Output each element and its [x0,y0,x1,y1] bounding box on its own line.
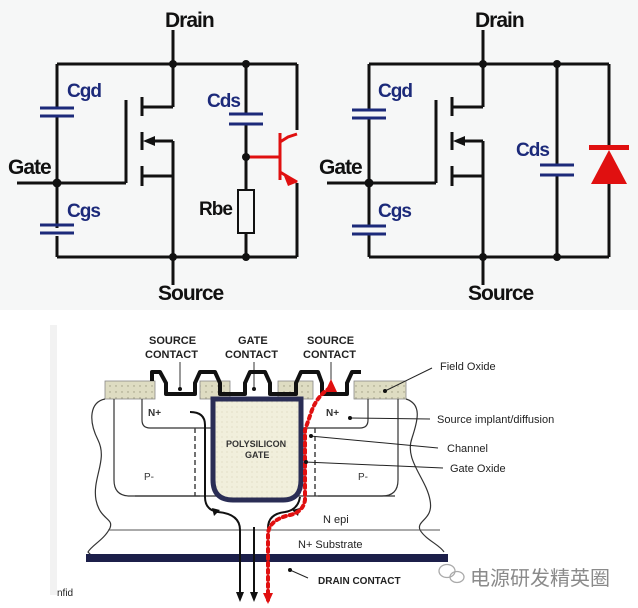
cgd-capacitor-right [352,108,386,120]
source-label-left: Source [158,282,224,305]
drain-label-left: Drain [165,9,214,32]
p-well-left [113,399,200,497]
n-epi-label: N epi [323,514,349,526]
source-label-right: Source [468,282,534,305]
gate-contact-label: GATE [238,335,268,347]
schematics-svg: Drain Source Gate Cgd Cgs Cds Rbe [8,9,629,305]
source-contact-label-1: SOURCE [149,335,196,347]
p-left-label: P- [144,472,154,483]
channel-annotation: Channel [447,443,488,455]
red-up-arrow-icon [325,379,337,392]
gate-label-left: Gate [8,156,51,179]
gate-oxide-annotation: Gate Oxide [450,463,506,475]
parasitic-bjt-icon [246,132,298,184]
source-contact-label-2b: CONTACT [303,349,356,361]
polysilicon-gate-label: GATE [245,450,269,460]
body-arrow-icon-right [453,136,465,146]
source-contact-label-2: SOURCE [307,335,354,347]
n-plus-right-label: N+ [326,408,339,419]
watermark-text: 电源研发精英圈 [470,566,610,590]
metal-contact-layer [150,370,361,396]
cds-capacitor-right [540,163,574,177]
cgd-label-left: Cgd [67,81,101,102]
cgs-label-left: Cgs [67,201,100,222]
cgs-capacitor-right [352,224,386,236]
body-diode-icon [589,145,629,184]
n-plus-left-region [141,399,213,429]
cds-label-right: Cds [516,140,549,161]
rbe-resistor [237,189,255,234]
source-implant-annotation: Source implant/diffusion [437,414,554,426]
top-contact-labels: SOURCE CONTACT GATE CONTACT SOURCE CONTA… [145,335,356,361]
junction-dots-left [52,60,250,261]
body-arrow-icon [143,136,155,146]
schematic-right [327,30,611,285]
polysilicon-label: POLYSILICON [226,439,286,449]
p-right-label: P- [358,472,368,483]
red-down-arrow-icon [263,593,273,604]
gate-label-right: Gate [319,156,362,179]
source-contact-label-1b: CONTACT [145,349,198,361]
n-substrate-label: N+ Substrate [298,539,363,551]
rbe-label: Rbe [199,199,232,220]
drain-contact-annotation: DRAIN CONTACT [318,576,401,587]
watermark: 电源研发精英圈 [438,563,610,590]
cds-label-left: Cds [207,91,240,112]
flow-arrow-icon [212,508,220,516]
down-arrow-icon [236,592,244,602]
parasitic-current-path [266,386,332,602]
polysilicon-gate [210,396,304,503]
drain-label-right: Drain [475,9,524,32]
cgd-label-right: Cgd [378,81,412,102]
junction-dots-right [364,60,561,261]
mosfet-cross-section-panel: SOURCE CONTACT GATE CONTACT SOURCE CONTA… [0,310,638,608]
field-oxide-annotation: Field Oxide [440,361,496,373]
cds-capacitor [229,112,263,126]
cgd-capacitor [40,106,74,118]
wechat-icon [438,563,465,584]
cropped-text-fragment: nfid [57,588,73,599]
n-plus-left-label: N+ [148,408,161,419]
cgs-capacitor [40,223,74,235]
cross-section-svg: SOURCE CONTACT GATE CONTACT SOURCE CONTA… [50,325,610,604]
schematic-left [17,30,299,285]
cgs-label-right: Cgs [378,201,411,222]
down-arrow-icon [250,592,258,602]
electron-current-paths [189,411,301,598]
gate-contact-label-b: CONTACT [225,349,278,361]
silicon-body-outline [87,398,445,557]
n-plus-right-region [300,399,369,429]
equivalent-circuits-panel: Drain Source Gate Cgd Cgs Cds Rbe [8,9,629,305]
bjt-emitter-arrow-icon [284,176,298,186]
